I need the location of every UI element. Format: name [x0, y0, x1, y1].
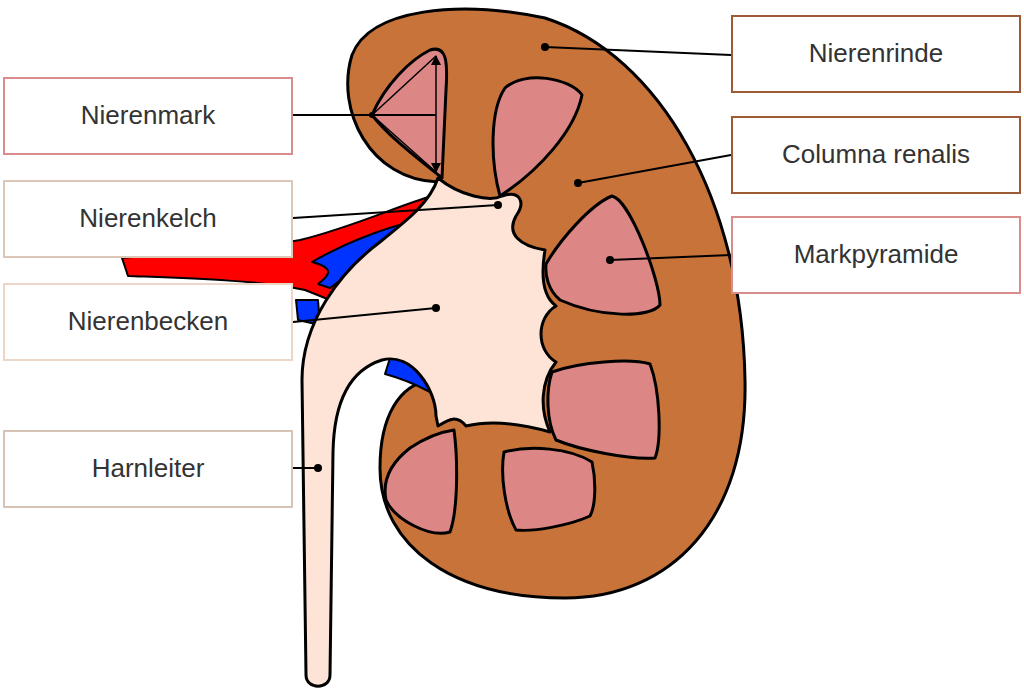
label-text: Nierenrinde [809, 39, 943, 69]
leader-dot [314, 464, 322, 472]
label-box: Nierenrinde [731, 15, 1021, 93]
label-text: Harnleiter [92, 454, 205, 484]
medullary-pyramid [548, 361, 659, 458]
leader-line [578, 155, 731, 183]
label-box: Markpyramide [731, 216, 1021, 294]
label-text-group: Nierenmark [81, 101, 215, 131]
medullary-pyramid [503, 448, 595, 530]
leader-line [610, 255, 731, 260]
leader-line [293, 308, 436, 322]
medullary-pyramid [546, 196, 660, 314]
label-text-group: Nierenrinde [809, 39, 943, 69]
leader-dot [574, 179, 582, 187]
leader-line [545, 47, 731, 55]
label-text: Nierenkelch [79, 204, 216, 234]
leader-line [293, 205, 498, 218]
medullary-pyramid [493, 78, 582, 196]
leader-dot [606, 256, 614, 264]
leader-dot [432, 304, 440, 312]
medullary-pyramid [385, 430, 457, 533]
label-box: Nierenkelch [3, 180, 293, 258]
leader-dot [494, 201, 502, 209]
label-box: Columna renalis [731, 116, 1021, 194]
label-text-group: Nierenbecken [68, 307, 228, 337]
leader-line [293, 114, 436, 116]
label-text: Nierenbecken [68, 307, 228, 337]
leader-line [372, 115, 436, 172]
label-text-group: Markpyramide [794, 240, 959, 270]
label-text-group: Columna renalis [782, 140, 970, 170]
label-box: Nierenbecken [3, 283, 293, 361]
medullary-pyramid [372, 49, 447, 178]
leader-dot [541, 43, 549, 51]
label-text-group: Nierenkelch [79, 204, 216, 234]
label-text-group: Harnleiter [92, 454, 205, 484]
leader-line [372, 56, 436, 115]
label-box: Nierenmark [3, 77, 293, 155]
label-text: Columna renalis [782, 140, 970, 170]
label-text: Markpyramide [794, 240, 959, 270]
label-text: Nierenmark [81, 101, 215, 131]
label-box: Harnleiter [3, 430, 293, 508]
renal-pelvis [302, 178, 556, 686]
